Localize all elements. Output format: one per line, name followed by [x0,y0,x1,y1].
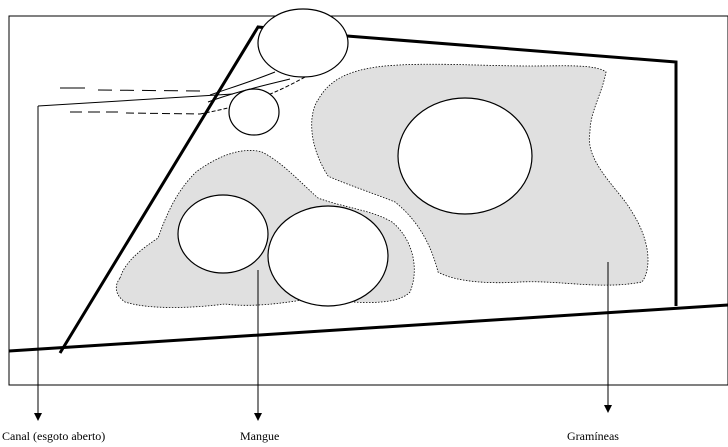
gramineas-arrowhead [604,405,612,413]
pool-left [177,194,269,274]
canal-dash-4 [125,112,201,115]
mangue-label: Mangue [240,429,280,443]
canal-line [37,93,234,107]
gramineas-label: Gramíneas [567,429,619,443]
pool-top [257,8,349,78]
pool-connection-1 [209,71,276,96]
canal-arrowhead [34,413,42,421]
canal-label: Canal (esgoto aberto) [2,429,106,443]
canal-dash-2 [97,89,201,92]
pool-small [228,88,280,136]
pool-large-right [397,97,533,215]
pool-middle [267,205,389,307]
mangue-arrowhead [254,413,262,421]
